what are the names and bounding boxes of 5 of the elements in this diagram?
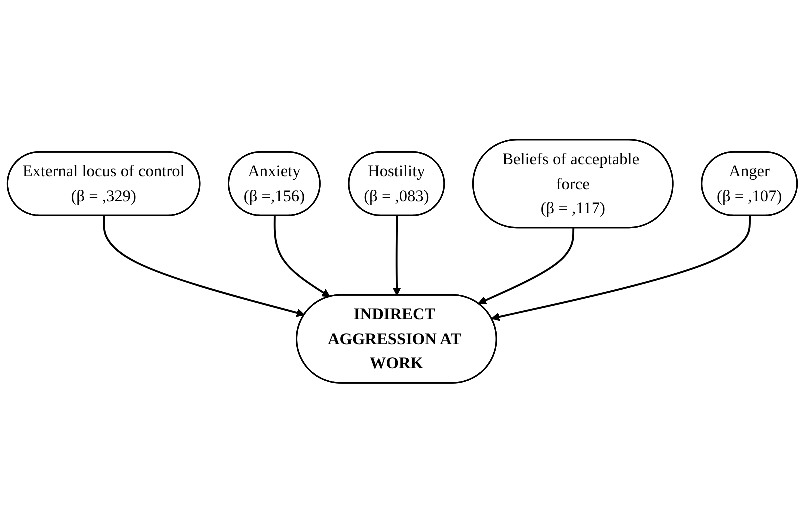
arrow [392,216,402,296]
arrow [103,216,306,318]
arrow [478,228,575,305]
arrow [274,216,331,298]
arrow [491,216,752,322]
